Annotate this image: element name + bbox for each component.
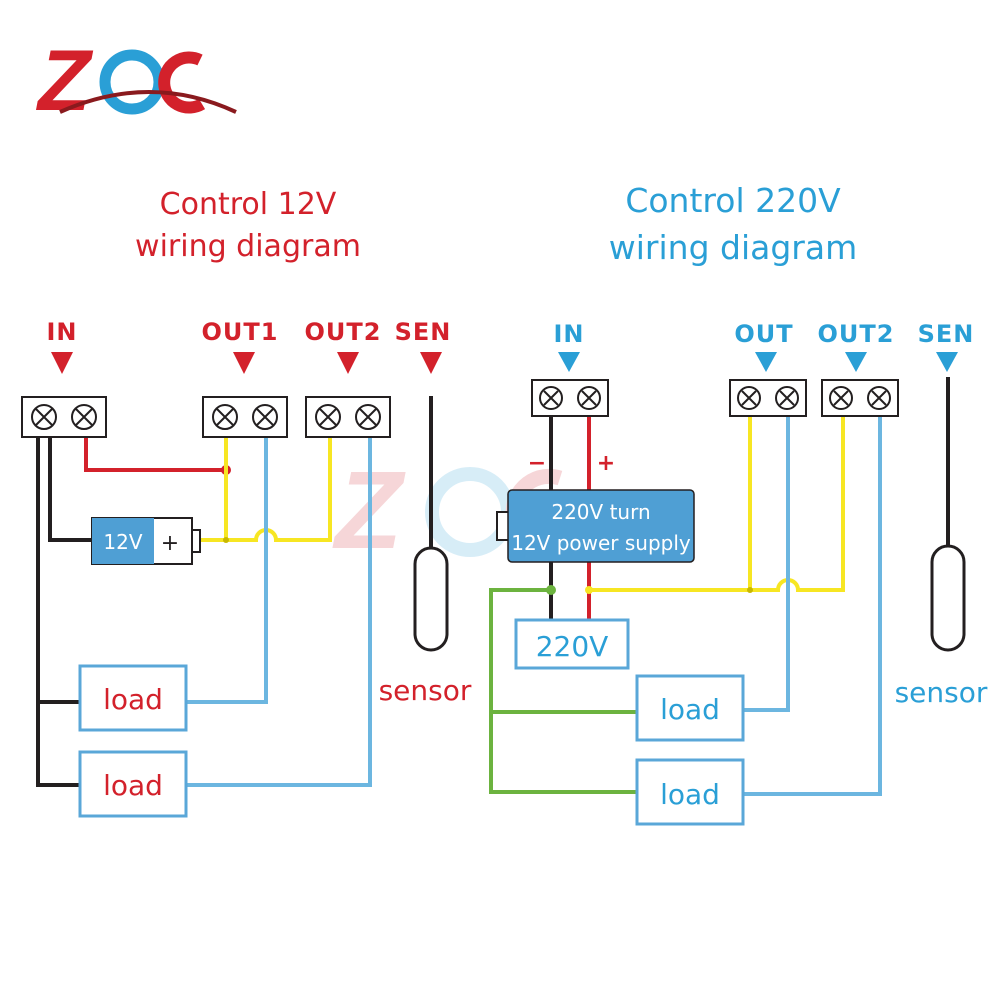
left-sen-label: SEN [395,318,452,346]
right-blue-wire-load1 [742,410,790,712]
left-out2-terminal [305,396,391,438]
right-sen-label: SEN [918,320,975,348]
power-supply-module: 220V turn 12V power supply [496,489,695,563]
left-title-line1: Control 12V [160,187,337,222]
logo-swoosh [59,90,237,114]
right-sen-arrow-icon [936,352,958,372]
left-load-1: load [78,664,188,732]
right-out2-terminal [821,379,899,417]
right-green-wire-main [489,588,639,794]
right-load-1: load [635,674,745,742]
right-load-2-label: load [660,778,720,811]
right-wires [489,410,882,796]
left-out2-label: OUT2 [305,318,382,346]
left-in-label: IN [46,318,77,346]
right-sensor-label: sensor [895,676,988,709]
right-load-1-label: load [660,693,720,726]
zqc-logo: Z [35,33,237,129]
left-in-terminal [21,396,107,438]
right-sensor-probe [930,377,966,652]
battery-label: 12V [103,530,142,554]
right-title-line1: Control 220V [625,181,841,220]
right-title-line2: wiring diagram [609,228,857,267]
logo-letter-q [99,49,165,115]
battery-12v: 12V + [91,517,201,565]
left-sensor-label: sensor [379,674,472,707]
left-black-wire-main [36,420,82,787]
right-in-label: IN [553,320,584,348]
left-out2-arrow-icon [337,352,359,374]
right-yellow-wire-out2 [748,410,845,592]
right-out2-label: OUT2 [818,320,895,348]
right-yellow-junction [747,587,753,593]
left-load-2-label: load [103,769,163,802]
battery-plus-sign: + [161,531,179,556]
right-minus-sign: − [528,451,546,476]
ac-220v-source: 220V [514,618,630,670]
right-in-arrow-icon [558,352,580,372]
right-out-terminal [729,379,807,417]
psu-line1: 220V turn [551,500,650,524]
left-in-arrow-icon [51,352,73,374]
right-green-junction [546,585,556,595]
left-yellow-junction [223,537,229,543]
left-out1-terminal [202,396,288,438]
right-out-label: OUT [734,320,793,348]
right-in-terminal [531,379,609,417]
right-plus-sign: + [597,451,615,476]
left-sensor-probe [413,396,449,652]
source-220v-label: 220V [536,630,609,663]
left-yellow-wire-out1 [198,420,228,542]
left-yellow-wire-out2 [224,420,332,542]
right-load-2: load [635,758,745,826]
left-sen-arrow-icon [420,352,442,374]
left-blue-wire-load2 [185,420,372,787]
logo-letter-z: Z [35,33,94,129]
left-blue-wire-load1 [185,420,268,704]
left-out1-arrow-icon [233,352,255,374]
psu-line2: 12V power supply [511,531,691,555]
left-title-line2: wiring diagram [135,229,361,264]
right-out-arrow-icon [755,352,777,372]
left-wires [36,420,372,787]
left-load-1-label: load [103,683,163,716]
right-blue-wire-load2 [742,410,882,796]
right-out2-arrow-icon [845,352,867,372]
left-load-2: load [78,750,188,818]
left-black-wire-battery [48,420,94,542]
logo-letter-c [158,51,206,114]
left-out1-label: OUT1 [202,318,279,346]
